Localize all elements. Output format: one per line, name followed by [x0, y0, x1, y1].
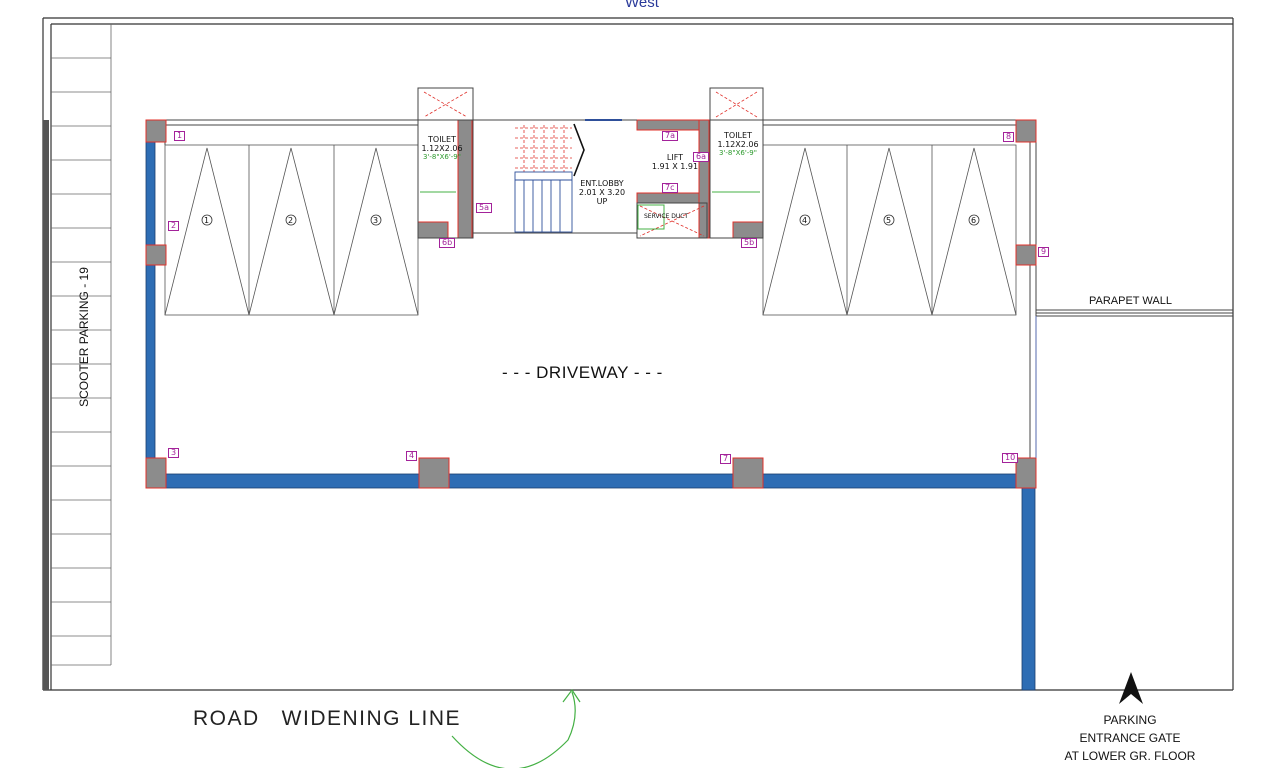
- entrance-line-1: PARKING: [1103, 713, 1157, 727]
- slot-number: 4: [802, 216, 808, 225]
- column-tag: 5a: [476, 203, 492, 213]
- lift-size: 1.91 X 1.91: [651, 162, 699, 171]
- slot-number: 6: [971, 216, 977, 225]
- north-label: West: [625, 0, 659, 11]
- toilet-right-imperial: 3'-8"X6'-9": [719, 149, 757, 157]
- entrance-line-3: AT LOWER GR. FLOOR: [1064, 749, 1196, 763]
- column-tag: 1: [174, 131, 186, 141]
- entrance-arrow: [1119, 672, 1143, 704]
- column-tag: 2: [168, 221, 180, 231]
- driveway-label: - - - DRIVEWAY - - -: [502, 363, 663, 382]
- service-duct-label: SERVICE DUCT: [644, 213, 689, 220]
- toilet-right-name: TOILET: [724, 131, 752, 140]
- column-tag: 9: [1038, 247, 1050, 257]
- parking-bays-right: [762, 144, 1017, 316]
- column-tag: 6b: [439, 238, 456, 248]
- entrance-label: PARKING ENTRANCE GATE AT LOWER GR. FLOOR: [1030, 711, 1230, 765]
- entry-arc-arrowhead: [562, 688, 581, 703]
- slot-number: 3: [373, 216, 379, 225]
- toilet-left-label: TOILET 1.12X2.06 3'-8"X6'-9": [420, 135, 464, 162]
- slot-number: 2: [288, 216, 294, 225]
- slot-circles: [201, 214, 980, 226]
- lobby-size: 2.01 X 3.20: [578, 188, 626, 197]
- building-outline: [155, 119, 1233, 470]
- entrance-line-2: ENTRANCE GATE: [1079, 731, 1181, 745]
- lift-name: LIFT: [666, 153, 684, 162]
- toilet-partitions: [420, 191, 760, 230]
- toilet-right-size: 1.12X2.06: [717, 140, 759, 149]
- parapet-wall-label: PARAPET WALL: [1089, 295, 1172, 307]
- scooter-parking-strip: [51, 24, 112, 666]
- column-tag: 4: [406, 451, 418, 461]
- lift-label: LIFT 1.91 X 1.91: [650, 153, 700, 171]
- parking-bays-left: [164, 144, 419, 316]
- toilet-left-size: 1.12X2.06: [421, 144, 463, 153]
- lobby-label: ENT.LOBBY 2.01 X 3.20 UP: [574, 179, 630, 206]
- column-tag: 6a: [693, 152, 709, 162]
- blue-walls: [145, 139, 1036, 691]
- column-tag: 3: [168, 448, 180, 458]
- column-tag: 8: [1003, 132, 1015, 142]
- column-tag: 7a: [662, 131, 678, 141]
- lobby-name: ENT.LOBBY: [580, 179, 624, 188]
- column-tag: 5b: [741, 238, 758, 248]
- column-tag: 7: [720, 454, 732, 464]
- toilet-left-name: TOILET: [428, 135, 456, 144]
- road-widening-label: ROAD WIDENING LINE: [193, 707, 462, 730]
- toilet-right-label: TOILET 1.12X2.06 3'-8"X6'-9": [714, 131, 762, 158]
- entry-arc: [451, 691, 576, 768]
- core-outline: [417, 87, 764, 239]
- slot-number: 1: [204, 216, 210, 225]
- slot-number: 5: [886, 216, 892, 225]
- column-tag: 10: [1002, 453, 1019, 463]
- plot-boundary: [42, 17, 1234, 691]
- column-tag: 7c: [662, 183, 678, 193]
- toilet-left-imperial: 3'-8"X6'-9": [423, 153, 461, 161]
- scooter-parking-label: SCOOTER PARKING - 19: [77, 267, 91, 407]
- structural-columns: [145, 119, 1037, 489]
- duct-crosses: [423, 91, 758, 237]
- left-thick-wall: [43, 120, 49, 690]
- lobby-up: UP: [596, 197, 608, 206]
- staircase: [514, 119, 622, 233]
